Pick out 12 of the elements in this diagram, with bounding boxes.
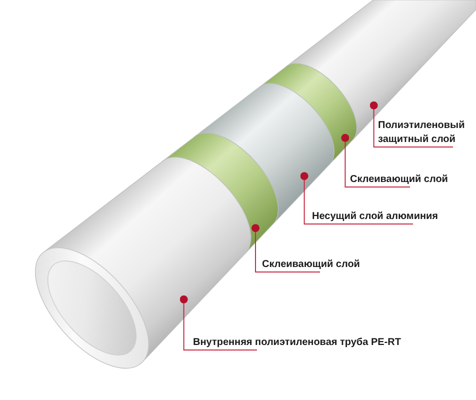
layer-label: Полиэтиленовый защитный слой	[378, 119, 473, 147]
leader-line	[341, 134, 410, 188]
adhesive-layer	[258, 63, 357, 166]
layer-label: Склеивающий слой	[350, 173, 448, 187]
inner-pe-pipe	[34, 156, 252, 369]
layer-label: Склеивающий слой	[262, 258, 360, 272]
layer-label: Внутренняя полиэтиленовая труба PE-RT	[193, 336, 401, 350]
leader-line	[370, 101, 454, 148]
leader-line	[252, 224, 320, 272]
layer-label: Несущий слой алюминия	[312, 210, 438, 224]
leader-line	[300, 172, 414, 224]
leader-line	[180, 295, 258, 350]
